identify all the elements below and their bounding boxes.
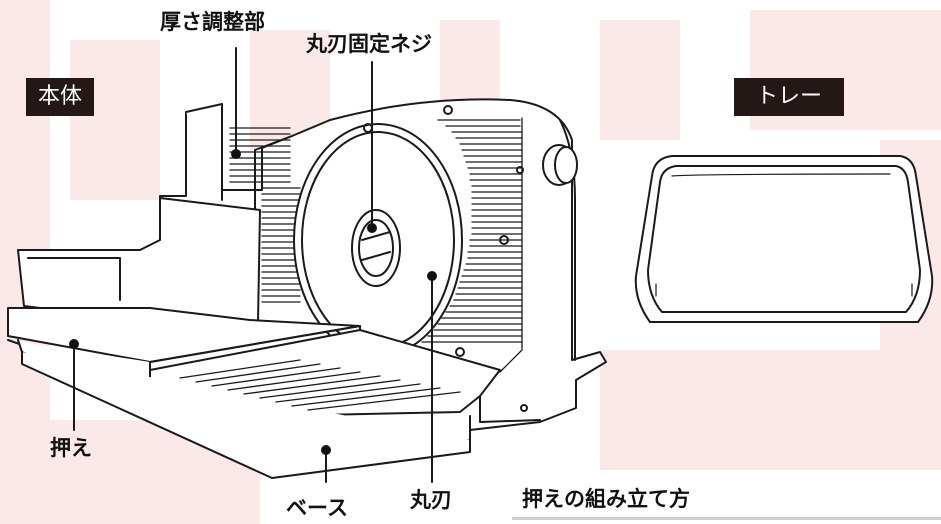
label-base: ベース <box>286 496 348 520</box>
tray-tag: トレー <box>734 78 844 116</box>
tray <box>634 155 934 323</box>
label-blade: 丸刃 <box>410 488 452 512</box>
base-part <box>17 329 541 479</box>
watermark-block <box>440 20 500 110</box>
label-pusher: 押え <box>50 436 92 460</box>
watermark-block <box>70 40 160 200</box>
body-tag: 本体 <box>26 78 94 116</box>
watermark-block <box>600 20 680 140</box>
leader-lines <box>73 47 433 483</box>
section-divider <box>512 517 941 520</box>
label-thickness-adjuster: 厚さ調整部 <box>160 10 265 34</box>
watermark-block <box>600 350 941 470</box>
section-title: 押えの組み立て方 <box>522 487 690 511</box>
label-blade-screw: 丸刃固定ネジ <box>306 32 432 56</box>
rib-lines <box>229 117 523 373</box>
leader-dots <box>69 149 437 455</box>
